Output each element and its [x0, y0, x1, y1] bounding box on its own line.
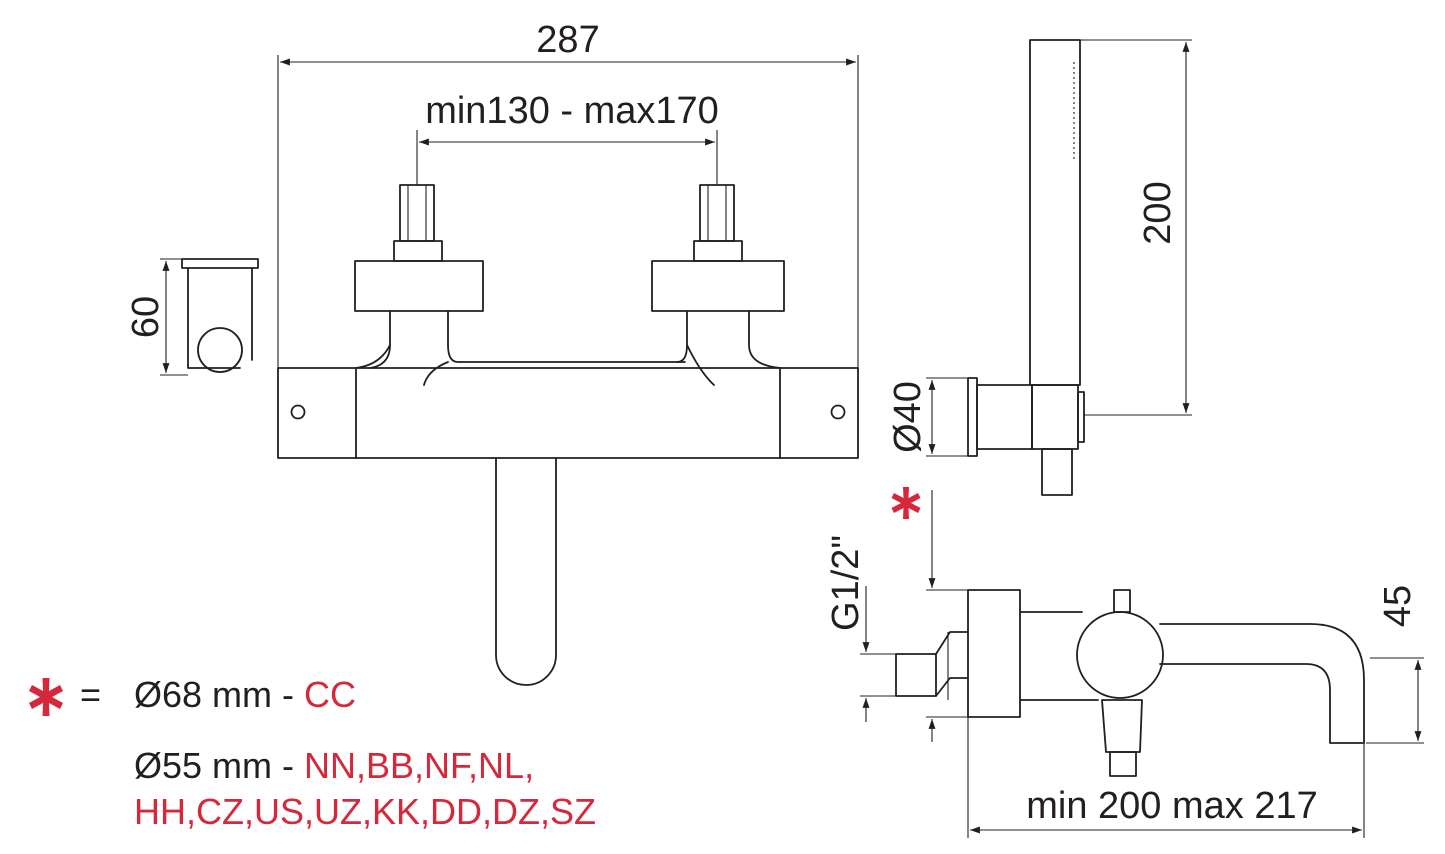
- legend-row-1-codes: CC: [304, 674, 357, 715]
- legend-row-2-size: Ø55 mm -: [134, 745, 295, 786]
- dim-spout-height: 45: [1377, 585, 1419, 627]
- spout-wall-flange: [967, 589, 1021, 718]
- mixer-body: [277, 367, 859, 459]
- dim-wall-support-diameter: Ø40: [887, 381, 929, 453]
- mounting-hole-right: [830, 404, 846, 420]
- bath-spout: [1159, 623, 1365, 744]
- legend-row-2: Ø55 mm - NN,BB,NF,NL,: [134, 748, 534, 784]
- bath-spout-view: G1/2" 45 min 200 max 217: [825, 490, 1424, 838]
- asterisk-icon: [891, 487, 921, 519]
- dim-inlet-spacing: min130 - max170: [425, 90, 719, 132]
- diverter-knob: [1076, 611, 1164, 699]
- legend-row-2-codes-line-1: NN,BB,NF,NL,: [304, 745, 535, 786]
- bracket-knob: [197, 327, 243, 373]
- front-spout: [495, 457, 557, 686]
- legend-row-1: Ø68 mm - CC: [134, 677, 356, 713]
- right-flange: [651, 260, 785, 312]
- side-view-bracket: 60: [125, 258, 259, 376]
- legend-row-2-codes-line-2: HH,CZ,US,UZ,KK,DD,DZ,SZ: [134, 791, 597, 832]
- front-view-mixer: 287 min130 - max170: [277, 19, 859, 686]
- legend-row-1-size: Ø68 mm -: [134, 674, 295, 715]
- legend-equals: =: [80, 674, 102, 715]
- dim-inlet-thread: G1/2": [825, 535, 867, 631]
- inlet-connector: [895, 653, 937, 697]
- hand-shower-view: 200 Ø40: [887, 39, 1192, 496]
- diverter-lever: [1101, 699, 1143, 753]
- left-flange: [354, 260, 484, 312]
- dim-depth: 60: [125, 296, 167, 338]
- asterisk-icon: [29, 678, 63, 716]
- hand-shower-handle: [1029, 39, 1081, 386]
- hose-connector: [1041, 448, 1073, 496]
- right-inlet-nut: [699, 184, 735, 242]
- mounting-hole-left: [290, 404, 306, 420]
- left-inlet-nut: [399, 184, 435, 242]
- dim-spout-reach: min 200 max 217: [1026, 785, 1318, 827]
- dim-hand-shower-length: 200: [1137, 181, 1179, 244]
- dim-overall-width: 287: [536, 19, 599, 61]
- wall-support-flange: [967, 377, 978, 457]
